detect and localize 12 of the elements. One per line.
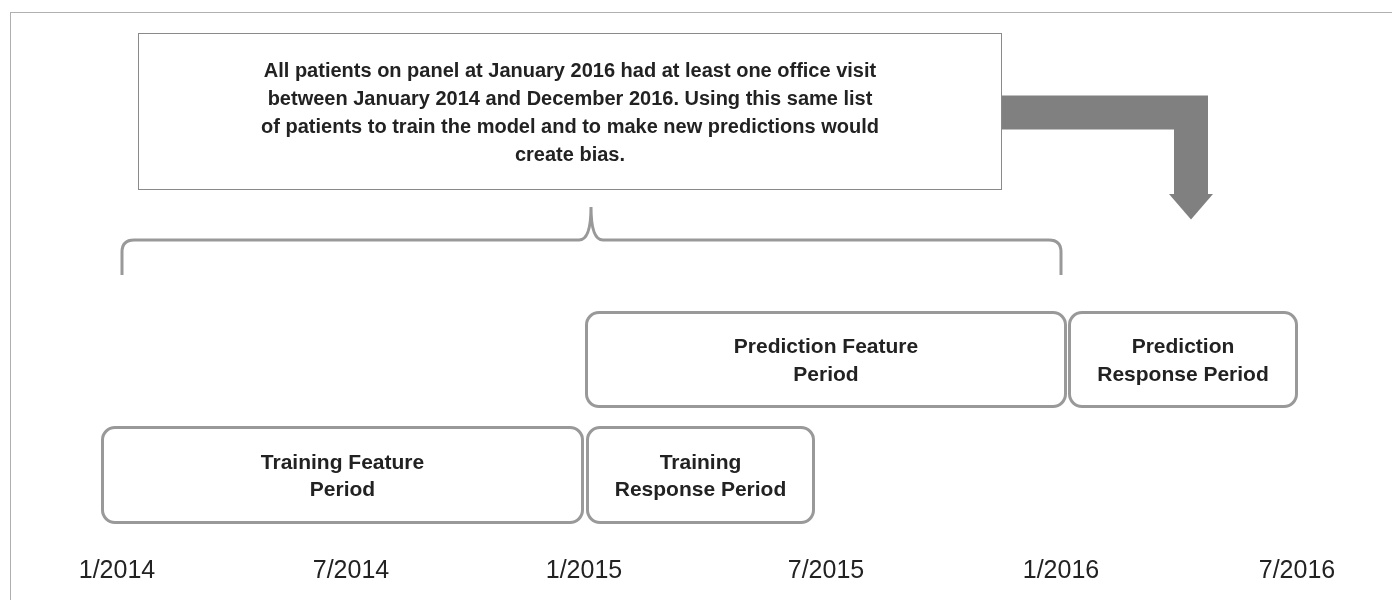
date-tick-label: 7/2015: [786, 555, 866, 584]
date-tick-label: 1/2016: [1021, 555, 1101, 584]
period-box: Prediction Response Period: [1068, 311, 1298, 408]
period-box: Prediction Feature Period: [585, 311, 1067, 408]
period-box: Training Feature Period: [101, 426, 584, 524]
date-tick-label: 1/2014: [77, 555, 157, 584]
period-box: Training Response Period: [586, 426, 815, 524]
date-tick-label: 7/2016: [1257, 555, 1337, 584]
note-box: All patients on panel at January 2016 had at least one office visit between January 2014 and December 2016. Using this same list of patients to train the model and to make new predictions would create bias.: [138, 33, 1002, 190]
bent-arrow: [1002, 95, 1213, 220]
date-tick-label: 1/2015: [544, 555, 624, 584]
date-tick-label: 7/2014: [311, 555, 391, 584]
